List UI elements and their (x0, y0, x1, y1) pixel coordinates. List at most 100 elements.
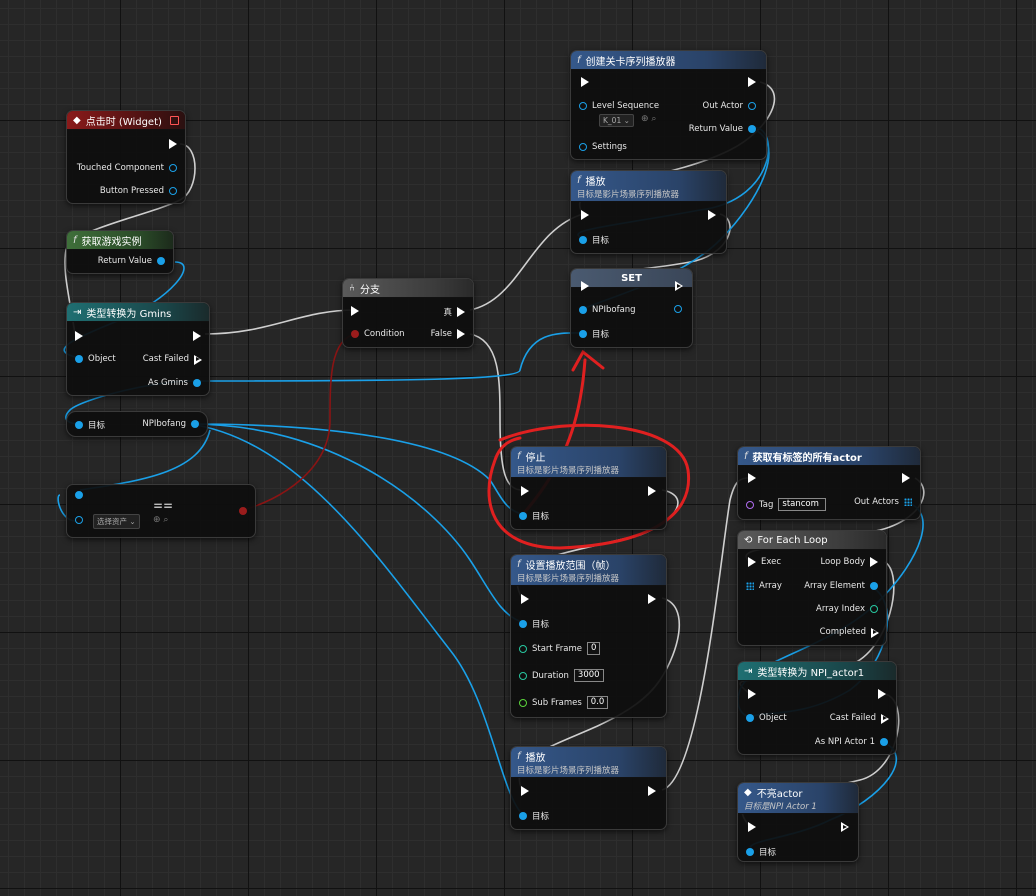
target-pin[interactable]: 目标 (75, 419, 105, 431)
out-actors-pin[interactable]: Out Actors (854, 497, 912, 507)
npibofang-out-pin[interactable]: NPIbofang (142, 419, 199, 429)
event-node-on-clicked[interactable]: ◆ 点击时 (Widget) Touched Component Button … (66, 110, 186, 204)
function-icon: f (577, 54, 581, 66)
level-sequence-pin[interactable]: Level Sequence (579, 101, 659, 111)
target-pin[interactable]: 目标 (746, 846, 776, 858)
cast-npi-actor-node[interactable]: ⇥ 类型转换为 NPI_actor1 Object Cast Failed As… (737, 661, 897, 755)
exec-in-pin[interactable] (748, 822, 756, 832)
node-title: 类型转换为 Gmins (86, 308, 172, 320)
true-pin[interactable]: 真 (443, 306, 465, 318)
exec-out-pin[interactable] (648, 594, 656, 604)
node-title: 点击时 (Widget) (85, 116, 162, 128)
return-value-pin[interactable]: Return Value (98, 256, 165, 266)
return-value-pin[interactable]: Return Value (689, 124, 756, 134)
target-pin[interactable]: 目标 (519, 618, 549, 630)
exec-out-pin[interactable] (841, 822, 849, 832)
exec-out-pin[interactable] (902, 473, 910, 483)
exec-in-pin[interactable] (748, 473, 756, 483)
sequence-asset-dropdown[interactable]: K_01 ⌄ (599, 114, 634, 127)
exec-out-pin[interactable] (675, 281, 683, 291)
output-delegate-icon[interactable] (170, 115, 179, 125)
get-npibofang-node[interactable]: 目标 NPIbofang (66, 411, 208, 437)
asset-browse-icons[interactable]: ⊕ ⌕ (641, 114, 657, 124)
out-actor-pin[interactable]: Out Actor (703, 101, 756, 111)
target-pin[interactable]: 目标 (579, 234, 609, 246)
asset-browse-icons[interactable]: ⊕ ⌕ (153, 515, 169, 525)
exec-in-pin[interactable] (521, 486, 529, 496)
exec-in-pin[interactable] (521, 786, 529, 796)
duration-field[interactable]: 3000 (573, 669, 604, 682)
branch-node[interactable]: ⑃ 分支 真 Condition False (342, 278, 474, 348)
exec-out-pin[interactable] (193, 331, 201, 341)
exec-out-pin[interactable] (169, 139, 177, 149)
for-each-loop-node[interactable]: ⟲ For Each Loop Exec Loop Body Array Arr… (737, 530, 887, 646)
array-index-pin[interactable]: Array Index (816, 604, 878, 614)
loop-body-pin[interactable]: Loop Body (820, 557, 878, 567)
target-pin[interactable]: 目标 (579, 328, 609, 340)
equals-node[interactable]: 选择资产 ⌄ ⊕ ⌕ == (66, 484, 256, 538)
array-pin[interactable]: Array (746, 581, 782, 591)
sub-frames-field[interactable]: 0.0 (586, 696, 609, 709)
npibofang-out-pin[interactable] (674, 305, 682, 313)
set-variable-node[interactable]: SET NPIbofang 目标 (570, 268, 693, 348)
touched-component-pin[interactable]: Touched Component (77, 163, 177, 173)
exec-in-pin[interactable] (75, 331, 83, 341)
exec-in-pin[interactable] (581, 281, 589, 291)
get-game-instance-node[interactable]: f 获取游戏实例 Return Value (66, 230, 174, 274)
exec-out-pin[interactable] (708, 210, 716, 220)
as-npi-actor-pin[interactable]: As NPI Actor 1 (815, 737, 888, 747)
exec-in-pin[interactable] (581, 210, 589, 220)
function-icon: f (517, 750, 521, 762)
settings-pin[interactable]: Settings (579, 142, 627, 152)
target-pin[interactable]: 目标 (519, 810, 549, 822)
object-wire (189, 423, 523, 815)
node-title: 获取有标签的所有actor (752, 452, 862, 464)
cast-failed-pin[interactable]: Cast Failed (143, 354, 202, 365)
exec-in-pin[interactable]: Exec (748, 557, 781, 567)
cast-failed-pin[interactable]: Cast Failed (830, 713, 889, 724)
button-pressed-pin[interactable]: Button Pressed (100, 186, 177, 196)
a-input-pin[interactable] (75, 491, 83, 499)
exec-in-pin[interactable] (521, 594, 529, 604)
exec-out-pin[interactable] (648, 786, 656, 796)
target-pin[interactable]: 目标 (519, 510, 549, 522)
exec-in-pin[interactable] (581, 77, 589, 87)
exec-out-pin[interactable] (878, 689, 886, 699)
b-input-pin[interactable] (75, 516, 83, 524)
false-pin[interactable]: False (431, 329, 465, 339)
object-pin[interactable]: Object (746, 713, 787, 723)
array-element-pin[interactable]: Array Element (804, 581, 878, 591)
as-gmins-pin[interactable]: As Gmins (148, 378, 201, 388)
equals-symbol: == (153, 499, 174, 513)
tag-field[interactable]: stancom (778, 498, 827, 511)
cast-gmins-node[interactable]: ⇥ 类型转换为 Gmins Object Cast Failed As Gmin… (66, 302, 210, 396)
start-frame-field[interactable]: 0 (586, 642, 601, 655)
condition-pin[interactable]: Condition (351, 329, 405, 339)
bool-out-pin[interactable] (239, 507, 247, 515)
object-pin[interactable]: Object (75, 354, 116, 364)
exec-out-pin[interactable] (648, 486, 656, 496)
create-sequence-player-node[interactable]: f 创建关卡序列播放器 Level Sequence K_01 ⌄ ⊕ ⌕ Ou… (570, 50, 767, 160)
exec-in-pin[interactable] (351, 306, 359, 316)
exec-in-pin[interactable] (748, 689, 756, 699)
node-title: 播放 (585, 176, 606, 188)
asset-select-dropdown[interactable]: 选择资产 ⌄ (93, 514, 140, 529)
hide-actor-node[interactable]: ◆不亮actor 目标是NPI Actor 1 目标 (737, 782, 859, 862)
npibofang-pin[interactable]: NPIbofang (579, 305, 636, 315)
node-title: 播放 (525, 752, 546, 764)
exec-out-pin[interactable] (748, 77, 756, 87)
completed-pin[interactable]: Completed (820, 627, 879, 638)
